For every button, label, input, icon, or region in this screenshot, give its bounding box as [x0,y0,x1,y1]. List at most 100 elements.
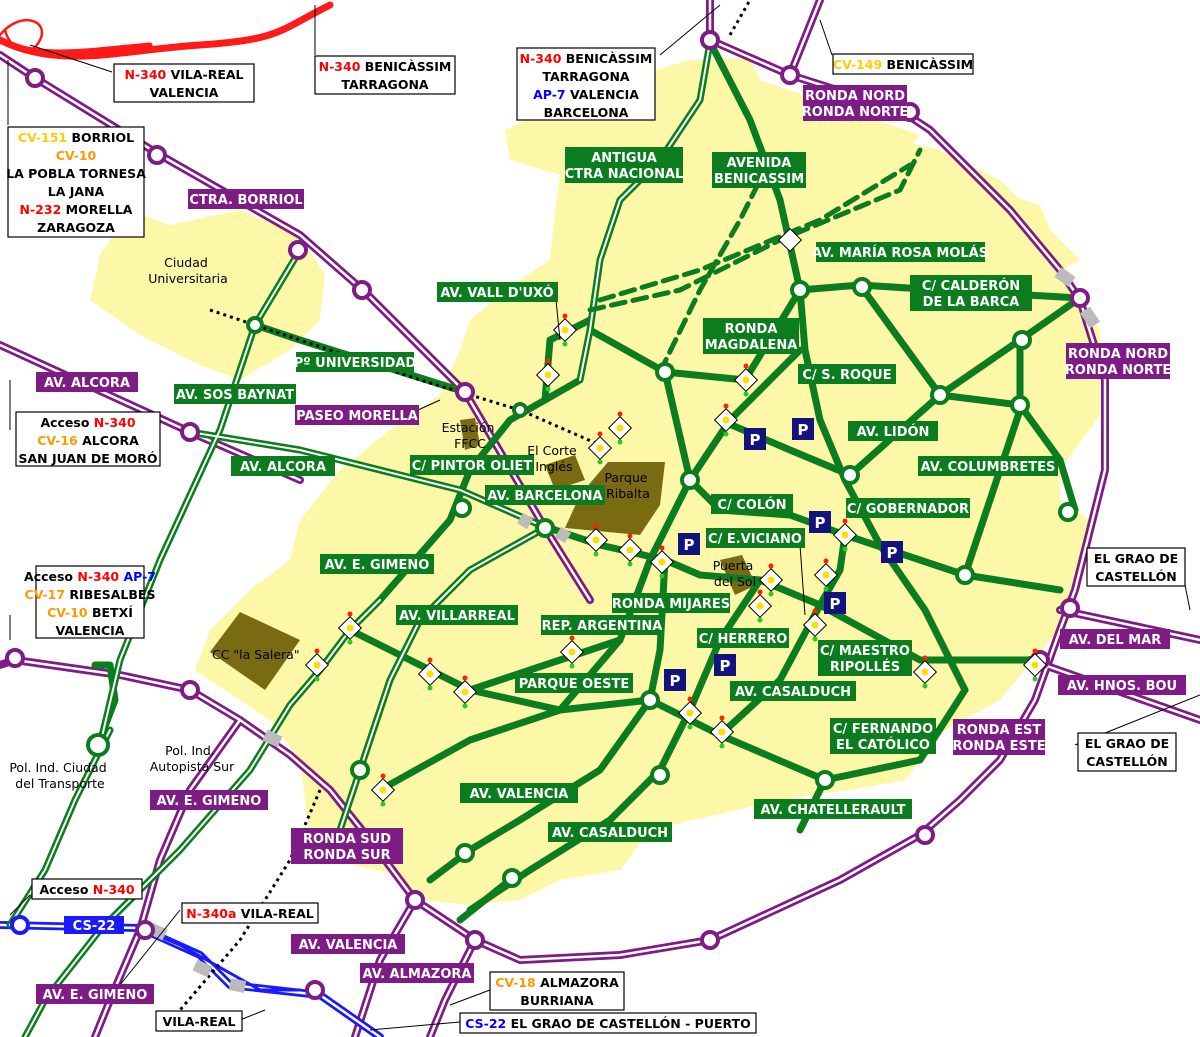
callout-n340-benicassim [314,55,456,95]
callout-line-n340-benicassim: N-340 BENICÀSSIM [319,59,452,74]
label-c-pintor-oliet: C/ PINTOR OLIET [410,455,534,475]
callout-acceso-cv16 [15,411,161,467]
callout-line-cs22-grao: CS-22 EL GRAO DE CASTELLÓN - PUERTO [465,1016,750,1031]
callout-line-acceso-cv17: CV-17 RIBESALBES [25,587,156,602]
svg-text:AV. VILLARREAL: AV. VILLARREAL [399,609,515,624]
label-ronda-mijares: RONDA MIJARES [612,593,730,613]
svg-text:CS-22: CS-22 [73,919,116,934]
svg-text:P: P [684,536,695,554]
callout-line-grao-2: CASTELLÓN [1086,754,1168,769]
svg-text:C/ MAESTRO: C/ MAESTRO [820,644,910,659]
svg-text:AV. ALCORA: AV. ALCORA [44,376,130,391]
place-ciudad-universitaria: Ciudad Universitaria [148,255,228,286]
label-ronda-est: RONDA EST RONDA ESTE [952,719,1046,755]
label-ronda-nord-1: RONDA NORD RONDA NORTE [802,85,908,121]
label-parque-oeste: PARQUE OESTE [515,673,633,693]
place-pol-transporte: Pol. Ind. Ciudad del Transporte [9,760,110,791]
traffic-lights [304,227,1048,807]
callout-line-acceso-cv17: Acceso N-340 AP-7 [24,569,156,584]
label-ronda-magdalena: RONDA MAGDALENA [703,318,799,354]
label-av-chatellerault: AV. CHATELLERAULT [754,799,912,819]
svg-text:C/ GOBERNADOR: C/ GOBERNADOR [847,502,969,517]
label-av-sos-baynat: AV. SOS BAYNAT [174,384,296,404]
label-c-colon: C/ COLÓN [711,494,793,514]
callout-line-cv18: BURRIANA [520,993,594,1008]
svg-text:P: P [887,544,898,562]
callout-vila-real [155,1010,243,1032]
label-ronda-sud: RONDA SUD RONDA SUR [291,828,403,864]
parking-icon: P [881,541,903,563]
label-av-casalduch-2: AV. CASALDUCH [548,822,672,842]
svg-text:ANTIGUA: ANTIGUA [591,151,657,166]
place-estacion-ffcc: Estación FFCC [442,420,499,451]
label-av-alcora: AV. ALCORA [231,456,335,476]
svg-text:P: P [670,672,681,690]
parking-icon: P [744,428,766,450]
callout-line-vila-real-valencia: N-340 VILA-REAL [124,67,243,82]
label-maria-rosa-molas: AV. MARÍA ROSA MOLÁS [812,242,988,262]
place-cc-la-salera: CC "la Salera" [212,647,300,662]
callout-line-cv151: ZARAGOZA [37,220,115,235]
svg-text:RIPOLLÉS: RIPOLLÉS [830,659,900,675]
callout-line-cv151: CV-10 [56,148,97,163]
green-street-labels: ANTIGUA CTRA NACIONAL AVENIDA BENICASSIM… [174,147,1058,842]
estacion-ffcc-area [460,418,480,450]
callout-line-n340-ap7: AP-7 VALENCIA [533,87,639,102]
svg-text:CTRA NACIONAL: CTRA NACIONAL [565,167,684,182]
callout-grao-1 [1086,547,1186,587]
purple-street-labels: CTRA. BORRIOL RONDA NORD RONDA NORTE RON… [36,85,1186,1004]
label-c-herrero: C/ HERRERO [697,628,789,648]
svg-text:C/ S. ROQUE: C/ S. ROQUE [802,368,891,383]
svg-text:C/ COLÓN: C/ COLÓN [717,497,786,513]
svg-text:AV. E. GIMENO: AV. E. GIMENO [157,794,262,809]
callout-vila-real-valencia [113,63,255,103]
svg-text:RONDA NORTE: RONDA NORTE [802,105,908,120]
callout-line-grao-1: EL GRAO DE [1094,551,1178,566]
callout-line-cv151: N-232 MORELLA [20,202,133,217]
svg-text:BENICASSIM: BENICASSIM [714,172,804,187]
label-av-valencia: AV. VALENCIA [460,783,578,803]
svg-text:RONDA NORD: RONDA NORD [805,89,905,104]
place-parque-ribalta: Parque Ribalta [604,470,651,501]
svg-text:AV. VALL D'UXÓ: AV. VALL D'UXÓ [440,285,553,301]
label-paseo-morella: PASEO MORELLA [295,405,419,425]
label-c-gobernador: C/ GOBERNADOR [846,498,970,518]
parking-icon: P [678,533,700,555]
svg-text:PARQUE OESTE: PARQUE OESTE [519,677,629,692]
svg-text:AV. VALENCIA: AV. VALENCIA [470,787,569,802]
callout-line-n340-benicassim: TARRAGONA [341,77,429,92]
callout-cv149 [832,53,974,75]
svg-text:AV. E. GIMENO: AV. E. GIMENO [325,558,430,573]
label-c-s-roque: C/ S. ROQUE [798,364,896,384]
callout-line-acceso-cv17: CV-10 BETXÍ [47,605,133,620]
parking-icons: P P P P P P P P [664,418,903,691]
svg-text:AV. SOS BAYNAT: AV. SOS BAYNAT [176,388,294,403]
callout-line-grao-2: EL GRAO DE [1085,736,1169,751]
svg-text:C/ PINTOR OLIET: C/ PINTOR OLIET [412,459,533,474]
label-av-del-mar: AV. DEL MAR [1060,629,1170,649]
label-ctra-borriol: CTRA. BORRIOL [188,189,304,209]
svg-text:AV. CASALDUCH: AV. CASALDUCH [735,685,851,700]
svg-text:AV. HNOS. BOU: AV. HNOS. BOU [1067,679,1177,694]
svg-text:RONDA EST: RONDA EST [957,723,1042,738]
svg-text:RONDA ESTE: RONDA ESTE [952,739,1045,754]
callout-line-acceso-cv16: Acceso N-340 [40,415,135,430]
label-av-barcelona: AV. BARCELONA [485,485,605,505]
svg-text:P: P [750,431,761,449]
svg-text:P: P [815,514,826,532]
parking-icon: P [664,669,686,691]
cc-la-salera-area [210,612,300,690]
svg-text:AV. ALCORA: AV. ALCORA [240,460,326,475]
corte-ingles-area [545,455,585,490]
svg-text:RONDA: RONDA [725,322,778,337]
railway-lines [178,0,752,1011]
svg-text:AV. DEL MAR: AV. DEL MAR [1069,633,1162,648]
label-av-hnos-bou: AV. HNOS. BOU [1058,675,1186,695]
callout-acceso-n340 [31,878,143,900]
callout-line-acceso-cv16: SAN JUAN DE MORÓ [19,451,158,466]
svg-text:EL CATÓLICO: EL CATÓLICO [836,737,930,753]
label-c-maestro-ripolles: C/ MAESTRO RIPOLLÉS [818,640,912,676]
callout-line-n340a: N-340a VILA-REAL [186,906,314,921]
